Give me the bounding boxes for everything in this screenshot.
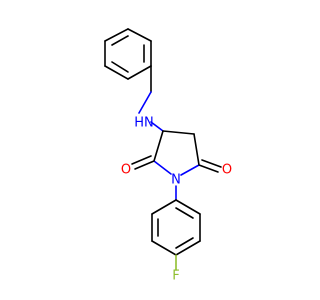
bond (111, 61, 129, 73)
bond (150, 121, 164, 132)
bond (151, 240, 177, 256)
bond (151, 199, 177, 215)
bond (134, 160, 155, 170)
bond (127, 65, 152, 80)
f-label: F (172, 269, 179, 284)
bond (193, 133, 200, 166)
bond (127, 28, 152, 42)
nh-label: HN (134, 116, 154, 131)
bond (153, 160, 172, 175)
atom-labels: HN N O O F (121, 116, 232, 284)
bond (180, 164, 200, 176)
bond (153, 130, 164, 162)
bond (175, 240, 201, 256)
bond (104, 28, 129, 42)
molecule-diagram: HN N O O F (104, 28, 232, 284)
fluorophenyl-ring (151, 199, 201, 271)
o-left-label: O (121, 163, 131, 178)
linker-and-core (131, 65, 222, 201)
bond (201, 159, 222, 168)
bond (175, 199, 201, 215)
benzyl-ring (104, 28, 152, 80)
bond (175, 207, 194, 219)
bond (138, 91, 152, 114)
bond (111, 35, 129, 46)
o-right-label: O (222, 163, 232, 178)
bond (175, 237, 194, 249)
bond (198, 164, 219, 173)
bond (162, 130, 195, 135)
bond (104, 65, 129, 80)
bond (131, 155, 152, 165)
n-ring-label: N (171, 173, 181, 188)
